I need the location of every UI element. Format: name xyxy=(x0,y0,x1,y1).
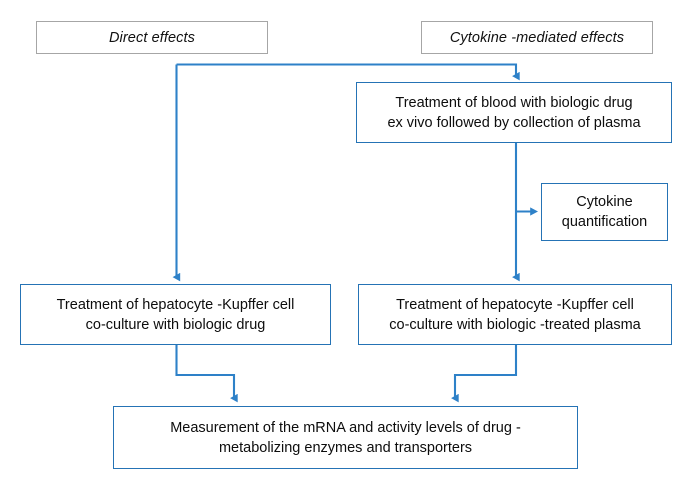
node-measurement-line1: Measurement of the mRNA and activity lev… xyxy=(170,419,521,436)
node-measurement-text: Measurement of the mRNA and activity lev… xyxy=(170,418,521,458)
node-cytokine-quantification-text: Cytokine quantification xyxy=(562,192,647,232)
node-blood-treatment: Treatment of blood with biologic drug ex… xyxy=(356,82,672,143)
edge-coculture-plasma-to-measurement xyxy=(451,345,518,403)
node-coculture-drug: Treatment of hepatocyte -Kupffer cell co… xyxy=(20,284,331,345)
header-cytokine-mediated-effects: Cytokine -mediated effects xyxy=(421,21,653,54)
node-cytokine-quantification-line1: Cytokine xyxy=(576,194,633,210)
node-coculture-plasma-line1: Treatment of hepatocyte -Kupffer cell xyxy=(396,296,634,313)
node-measurement: Measurement of the mRNA and activity lev… xyxy=(113,406,578,469)
node-coculture-drug-line2: co-culture with biologic drug xyxy=(85,316,266,333)
node-cytokine-quantification: Cytokine quantification xyxy=(541,183,668,241)
node-coculture-plasma-text: Treatment of hepatocyte -Kupffer cell co… xyxy=(389,295,640,335)
node-coculture-drug-line1: Treatment of hepatocyte -Kupffer cell xyxy=(56,296,295,313)
node-coculture-plasma-line2: co-culture with biologic -treated plasma xyxy=(389,316,641,333)
edge-coculture-drug-to-measurement xyxy=(175,345,238,403)
header-direct-effects: Direct effects xyxy=(36,21,268,54)
header-cytokine-mediated-effects-label: Cytokine -mediated effects xyxy=(449,29,625,46)
node-measurement-line2: metabolizing enzymes and transporters xyxy=(218,439,473,456)
node-cytokine-quantification-line2: quantification xyxy=(561,214,648,230)
node-blood-treatment-line1: Treatment of blood with biologic drug xyxy=(395,94,633,111)
edge-split-to-blood-treatment xyxy=(176,63,520,81)
node-blood-treatment-line2: ex vivo followed by collection of plasma xyxy=(387,114,641,131)
node-coculture-drug-text: Treatment of hepatocyte -Kupffer cell co… xyxy=(57,295,295,335)
header-direct-effects-label: Direct effects xyxy=(108,29,195,46)
node-blood-treatment-text: Treatment of blood with biologic drug ex… xyxy=(387,93,640,133)
node-coculture-plasma: Treatment of hepatocyte -Kupffer cell co… xyxy=(358,284,672,345)
